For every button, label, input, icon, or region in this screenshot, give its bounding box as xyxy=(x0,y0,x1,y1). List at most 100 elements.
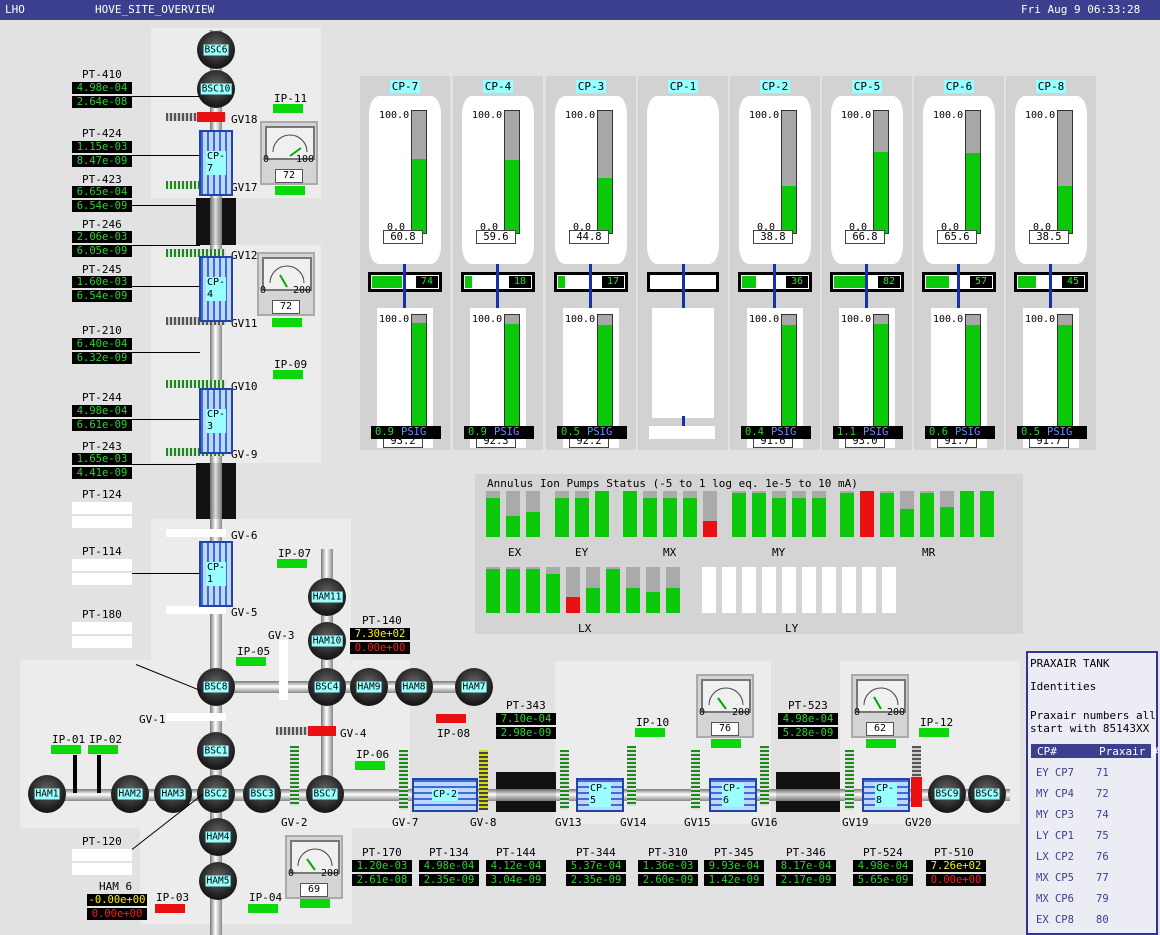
ion-pump-ip01[interactable] xyxy=(51,745,81,754)
gate-valve-gv4[interactable] xyxy=(276,727,336,735)
annulus-pump-bar[interactable] xyxy=(812,491,826,537)
annulus-pump-bar[interactable] xyxy=(586,567,600,613)
annulus-pump-bar[interactable] xyxy=(822,567,836,613)
annulus-pump-bar[interactable] xyxy=(546,567,560,613)
annulus-pump-bar[interactable] xyxy=(703,491,717,537)
chamber-bsc7[interactable]: BSC7 xyxy=(306,775,344,813)
ion-pump-ip03[interactable] xyxy=(155,904,185,913)
annulus-pump-bar[interactable] xyxy=(566,567,580,613)
annulus-pump-bar[interactable] xyxy=(880,491,894,537)
annulus-pump-bar[interactable] xyxy=(663,491,677,537)
cp-tank-column[interactable]: CP-5 100.0 0.0 66.8 82 100.0 0.0 93.0 1.… xyxy=(822,76,912,450)
chamber-ham8[interactable]: HAM8 xyxy=(395,668,433,706)
annulus-pump-bar[interactable] xyxy=(595,491,609,537)
ion-pump-ip02[interactable] xyxy=(88,745,118,754)
chamber-bsc9[interactable]: BSC9 xyxy=(928,775,966,813)
annulus-pump-bar[interactable] xyxy=(646,567,660,613)
cp-tank-column[interactable]: CP-1 xyxy=(638,76,728,450)
chamber-ham3[interactable]: HAM3 xyxy=(154,775,192,813)
chamber-ham10[interactable]: HAM10 xyxy=(308,622,346,660)
gate-valve-gv13[interactable] xyxy=(560,750,569,810)
chamber-bsc6[interactable]: BSC6 xyxy=(197,31,235,69)
gate-valve-gv14[interactable] xyxy=(627,746,636,806)
annulus-pump-bar[interactable] xyxy=(526,567,540,613)
chamber-ham7[interactable]: HAM7 xyxy=(455,668,493,706)
cryopump-cp2[interactable]: CP-2 xyxy=(412,778,478,812)
ion-pump-ip07[interactable] xyxy=(277,559,307,568)
gate-valve-gv7[interactable] xyxy=(399,750,408,810)
cryopump-cp4[interactable]: CP-4 xyxy=(199,256,233,322)
gate-valve-gv11[interactable] xyxy=(166,317,226,325)
annulus-pump-bar[interactable] xyxy=(862,567,876,613)
dial-gauge-cp4[interactable]: 0 200 72 xyxy=(257,252,315,316)
chamber-bsc2[interactable]: BSC2 xyxy=(197,775,235,813)
annulus-pump-bar[interactable] xyxy=(732,491,746,537)
gate-valve-gv1[interactable] xyxy=(166,713,226,721)
cryopump-cp6[interactable]: CP-6 xyxy=(709,778,757,812)
cp-tank-column[interactable]: CP-8 100.0 0.0 38.5 45 100.0 0.0 91.7 0.… xyxy=(1006,76,1096,450)
cryopump-cp5[interactable]: CP-5 xyxy=(576,778,624,812)
cryopump-cp7[interactable]: CP-7 xyxy=(199,130,233,196)
gate-valve-gv5[interactable] xyxy=(166,606,226,614)
chamber-ham5[interactable]: HAM5 xyxy=(199,862,237,900)
gate-valve-gv10[interactable] xyxy=(166,380,226,388)
cp-tank-column[interactable]: CP-3 100.0 0.0 44.8 17 100.0 0.0 92.2 0.… xyxy=(546,76,636,450)
annulus-pump-bar[interactable] xyxy=(752,491,766,537)
ion-pump-ip10[interactable] xyxy=(635,728,665,737)
annulus-pump-bar[interactable] xyxy=(920,491,934,537)
ion-pump-ip12[interactable] xyxy=(919,728,949,737)
ion-pump-ip05[interactable] xyxy=(236,657,266,666)
chamber-ham4[interactable]: HAM4 xyxy=(199,818,237,856)
annulus-pump-bar[interactable] xyxy=(555,491,569,537)
chamber-ham2[interactable]: HAM2 xyxy=(111,775,149,813)
dial-gauge-end[interactable]: 0 200 62 xyxy=(851,674,909,738)
ion-pump-ip09[interactable] xyxy=(273,370,303,379)
annulus-pump-bar[interactable] xyxy=(643,491,657,537)
dial-gauge-cp7[interactable]: 0 100 72 xyxy=(260,121,318,185)
annulus-pump-bar[interactable] xyxy=(792,491,806,537)
annulus-pump-bar[interactable] xyxy=(606,567,620,613)
gate-valve-gv9[interactable] xyxy=(166,448,226,456)
annulus-pump-bar[interactable] xyxy=(842,567,856,613)
annulus-pump-bar[interactable] xyxy=(840,491,854,537)
gate-valve-gv2[interactable] xyxy=(290,746,299,806)
dial-gauge-mid[interactable]: 0 200 76 xyxy=(696,674,754,738)
chamber-bsc3[interactable]: BSC3 xyxy=(243,775,281,813)
annulus-pump-bar[interactable] xyxy=(762,567,776,613)
annulus-pump-bar[interactable] xyxy=(882,567,896,613)
annulus-pump-bar[interactable] xyxy=(940,491,954,537)
chamber-bsc5[interactable]: BSC5 xyxy=(968,775,1006,813)
gate-valve-gv8[interactable] xyxy=(479,750,488,810)
annulus-pump-bar[interactable] xyxy=(722,567,736,613)
annulus-pump-bar[interactable] xyxy=(772,491,786,537)
dial-gauge-cp1[interactable]: 0 200 69 xyxy=(285,835,343,899)
annulus-pump-bar[interactable] xyxy=(980,491,994,537)
annulus-pump-bar[interactable] xyxy=(702,567,716,613)
annulus-pump-bar[interactable] xyxy=(742,567,756,613)
ion-pump-ip11[interactable] xyxy=(273,104,303,113)
gate-valve-gv12[interactable] xyxy=(166,249,226,257)
annulus-pump-bar[interactable] xyxy=(900,491,914,537)
chamber-bsc8[interactable]: BSC8 xyxy=(197,668,235,706)
cryopump-cp8[interactable]: CP-8 xyxy=(862,778,910,812)
ion-pump-ip06[interactable] xyxy=(355,761,385,770)
ion-pump-ip08[interactable] xyxy=(436,714,466,723)
annulus-pump-bar[interactable] xyxy=(506,491,520,537)
cp-tank-column[interactable]: CP-6 100.0 0.0 65.6 57 100.0 0.0 91.7 0.… xyxy=(914,76,1004,450)
cryopump-cp3[interactable]: CP-3 xyxy=(199,388,233,454)
cp-tank-column[interactable]: CP-7 100.0 0.0 60.8 74 100.0 0.0 93.2 0.… xyxy=(360,76,450,450)
annulus-pump-bar[interactable] xyxy=(486,491,500,537)
annulus-pump-bar[interactable] xyxy=(626,567,640,613)
gate-valve-gv15[interactable] xyxy=(691,750,700,810)
cp-tank-column[interactable]: CP-2 100.0 0.0 38.8 36 100.0 0.0 91.6 0.… xyxy=(730,76,820,450)
cp-tank-column[interactable]: CP-4 100.0 0.0 59.6 18 100.0 0.0 92.3 0.… xyxy=(453,76,543,450)
chamber-ham9[interactable]: HAM9 xyxy=(350,668,388,706)
annulus-pump-bar[interactable] xyxy=(623,491,637,537)
gate-valve-gv16[interactable] xyxy=(760,746,769,806)
annulus-pump-bar[interactable] xyxy=(860,491,874,537)
chamber-bsc10[interactable]: BSC10 xyxy=(197,70,235,108)
chamber-ham1[interactable]: HAM1 xyxy=(28,775,66,813)
annulus-pump-bar[interactable] xyxy=(506,567,520,613)
annulus-pump-bar[interactable] xyxy=(960,491,974,537)
chamber-ham11[interactable]: HAM11 xyxy=(308,578,346,616)
